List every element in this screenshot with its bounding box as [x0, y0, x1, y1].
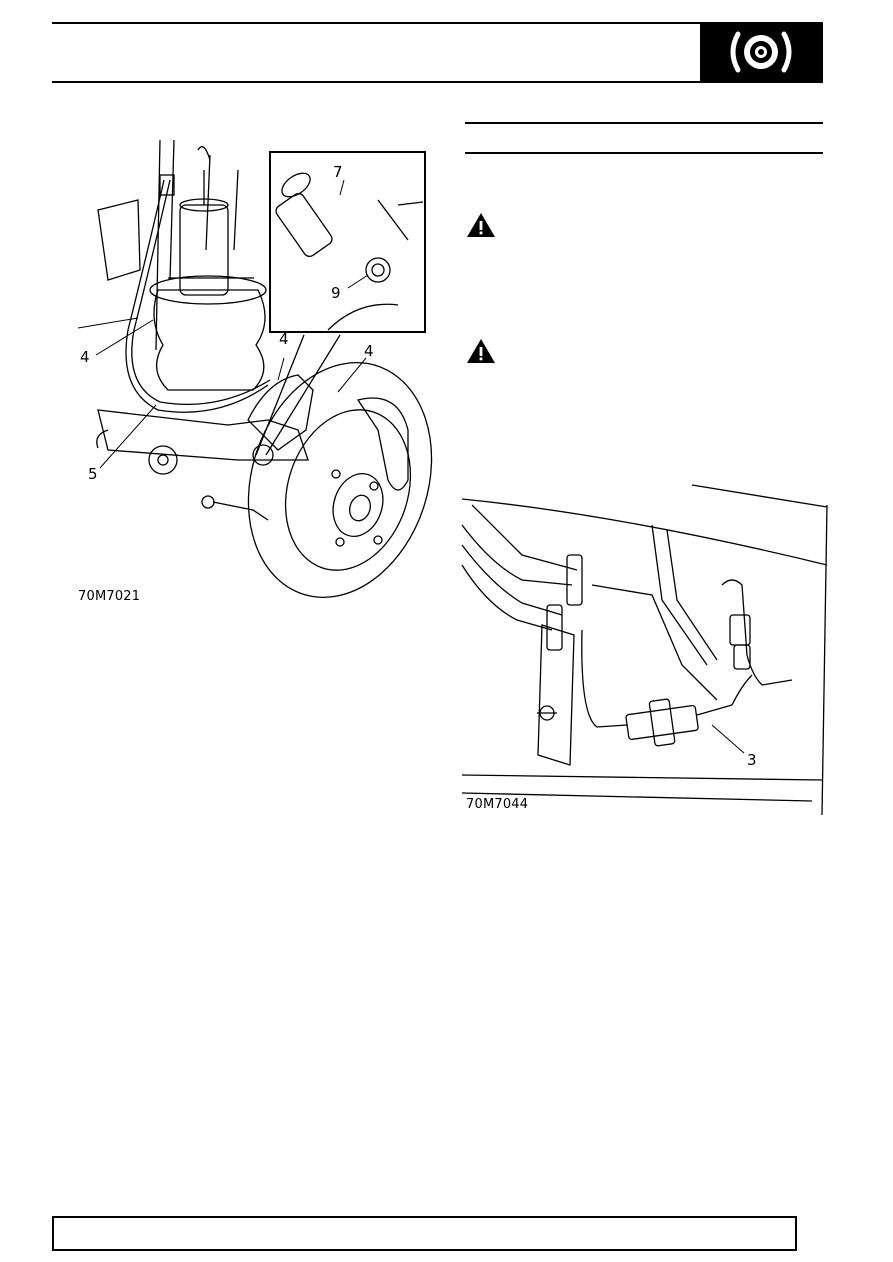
header-bottom-rule	[52, 81, 823, 83]
callout-7: 7	[333, 163, 343, 181]
callout-9: 9	[331, 284, 341, 302]
callout-4-right: 4	[364, 342, 374, 360]
right-column-rule-1	[465, 122, 823, 124]
footer-box	[52, 1216, 797, 1251]
right-column-rule-2	[465, 152, 823, 154]
callout-3: 3	[747, 751, 757, 769]
warning-triangle-icon	[467, 339, 495, 363]
warning-triangle-icon	[467, 213, 495, 237]
section-badge	[700, 22, 823, 83]
brake-pipe-illustration	[461, 484, 828, 816]
callout-4-center: 4	[279, 330, 289, 348]
figure-caption: 70M7021	[78, 589, 141, 604]
callout-4-left: 4	[80, 348, 90, 366]
callout-5: 5	[88, 465, 98, 483]
figure-caption: 70M7044	[466, 797, 529, 812]
brake-disc-icon	[730, 31, 792, 73]
hub-assembly-illustration	[77, 139, 433, 598]
header-top-rule	[52, 22, 823, 24]
